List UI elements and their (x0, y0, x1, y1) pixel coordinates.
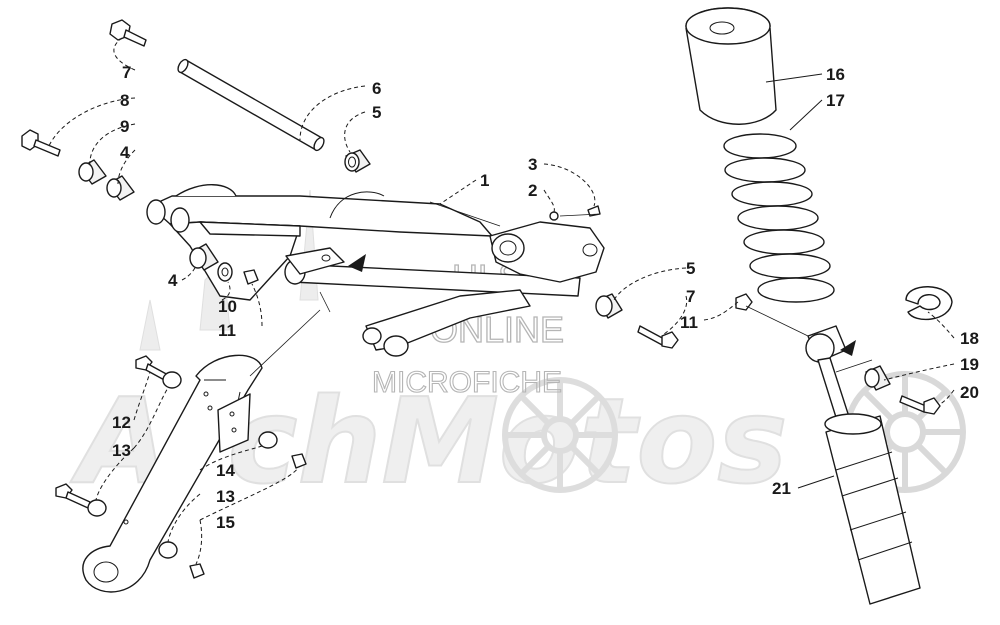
limiter-strap (82, 354, 263, 593)
watermark-wheel-left (502, 377, 618, 493)
bushing-right (595, 293, 679, 349)
shaft (177, 58, 325, 152)
bolt-left (21, 129, 61, 157)
spring-clip (905, 286, 953, 321)
callout-11-left: 11 (218, 321, 236, 340)
callout-1: 1 (480, 171, 489, 190)
callout-4-lower: 4 (168, 271, 178, 290)
shock-boot (685, 7, 777, 125)
callout-labels: 7 8 9 4 6 5 1 3 2 4 10 11 5 7 11 16 17 1… (112, 63, 979, 532)
bushing-lower-left (189, 243, 259, 285)
callout-14: 14 (216, 461, 235, 480)
nut-right (735, 293, 753, 311)
grease-fitting (549, 205, 601, 221)
callout-18: 18 (960, 329, 979, 348)
shock-spacer (864, 365, 941, 415)
callout-13-upper: 13 (112, 441, 131, 460)
callout-5-right: 5 (686, 259, 695, 278)
callout-2: 2 (528, 181, 537, 200)
callout-20: 20 (960, 383, 979, 402)
callout-9: 9 (120, 117, 129, 136)
bushing-upper-left (106, 175, 135, 201)
callout-19: 19 (960, 355, 979, 374)
callout-13-lower: 13 (216, 487, 235, 506)
callout-3: 3 (528, 155, 537, 174)
callout-7-top: 7 (122, 63, 131, 82)
callout-8: 8 (120, 91, 129, 110)
callout-5-top: 5 (372, 103, 381, 122)
a-arm (146, 184, 605, 357)
leader-lines (47, 37, 955, 565)
bolt-top (109, 19, 147, 47)
callout-4-upper: 4 (120, 143, 130, 162)
callout-11-right: 11 (680, 313, 698, 332)
callout-7-right: 7 (686, 287, 695, 306)
callout-10: 10 (218, 297, 237, 316)
bushing-top (344, 149, 371, 173)
watermark-line3: MICROFICHE (372, 366, 562, 399)
callout-17: 17 (826, 91, 845, 110)
callout-6: 6 (372, 79, 381, 98)
watermark-logo: ArchMotos (69, 189, 966, 511)
callout-12: 12 (112, 413, 131, 432)
callout-16: 16 (826, 65, 845, 84)
shock-spring (723, 133, 835, 303)
callout-15: 15 (216, 513, 235, 532)
strap-hardware (55, 355, 307, 579)
callout-21: 21 (772, 479, 791, 498)
shock-absorber (805, 325, 921, 605)
spacer (78, 159, 107, 185)
